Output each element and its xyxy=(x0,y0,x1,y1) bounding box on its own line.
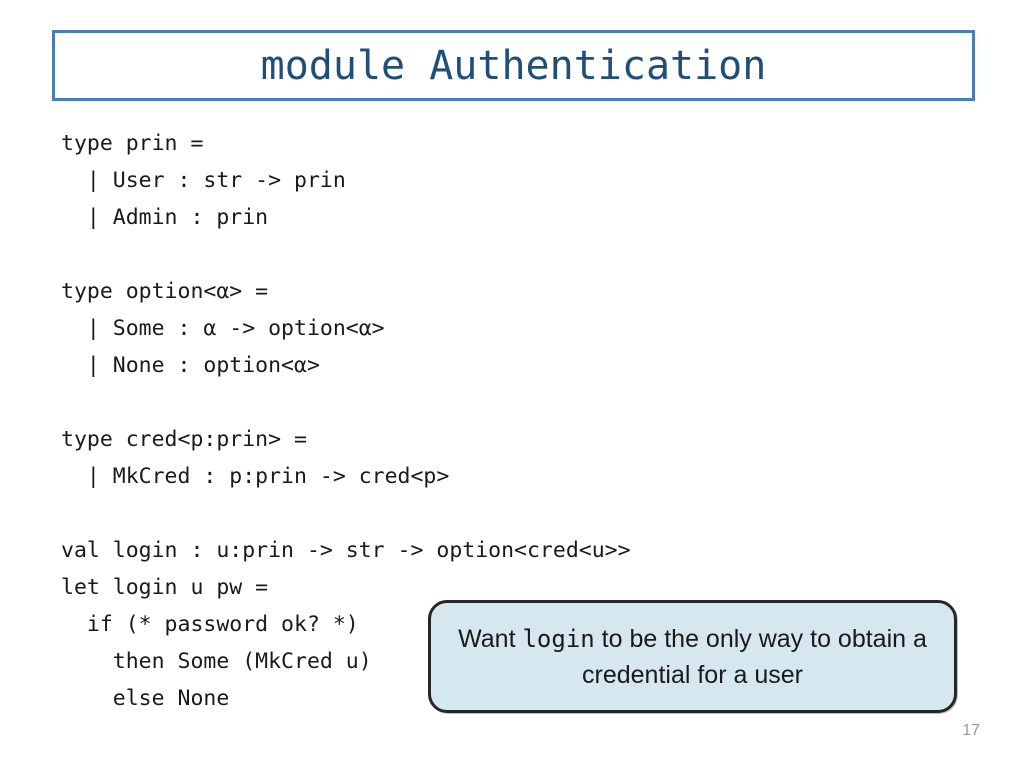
code-line: type prin = xyxy=(61,131,204,156)
code-line: type cred<p:prin> = xyxy=(61,427,307,452)
code-line: if (* password ok? *) xyxy=(61,612,359,637)
code-line: val login : u:prin -> str -> option<cred… xyxy=(61,538,631,563)
code-line: then Some (MkCred u) xyxy=(61,649,372,674)
callout-text-before: Want xyxy=(458,624,523,653)
code-line: | Some : α -> option<α> xyxy=(61,316,385,341)
page-title: module Authentication xyxy=(260,42,767,89)
code-line-blank xyxy=(61,495,961,532)
code-line: | MkCred : p:prin -> cred<p> xyxy=(61,464,450,489)
code-line: type option<α> = xyxy=(61,279,269,304)
slide-title-box: module Authentication xyxy=(52,30,975,101)
callout-text-mono: login xyxy=(522,624,595,653)
code-line: else None xyxy=(61,686,230,711)
code-line-blank xyxy=(61,236,961,273)
code-block: type prin = | User : str -> prin | Admin… xyxy=(61,125,961,717)
callout-text: Want login to be the only way to obtain … xyxy=(431,621,954,693)
code-line: let login u pw = xyxy=(61,575,269,600)
callout-text-after: to be the only way to obtain a credentia… xyxy=(582,624,927,689)
code-line: | None : option<α> xyxy=(61,353,320,378)
page-number: 17 xyxy=(962,722,980,739)
callout-box: Want login to be the only way to obtain … xyxy=(428,600,957,713)
code-line-blank xyxy=(61,384,961,421)
code-line: | Admin : prin xyxy=(61,205,269,230)
code-line: | User : str -> prin xyxy=(61,168,346,193)
